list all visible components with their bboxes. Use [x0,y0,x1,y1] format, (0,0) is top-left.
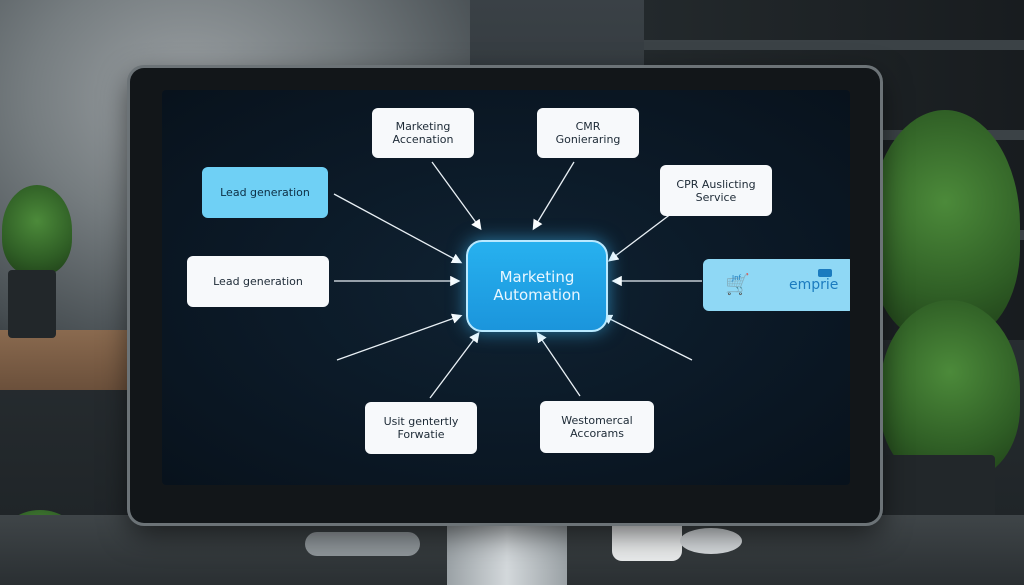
node-label-line1: Usit gentertly [383,415,459,428]
node-marketing-automation-center: Marketing Automation [466,240,608,332]
monitor-screen: Marketing Accenation CMR Gonieraring Lea… [162,90,850,485]
shopping-cart-icon: 🛒 [725,272,750,296]
arrow-bottom-right [536,331,581,397]
node-label-line1: CMR [575,120,601,133]
center-label-line2: Automation [493,286,581,304]
arrow-left-top [333,193,463,264]
plant-right-lower [880,300,1020,480]
node-label-line2: Service [695,190,737,204]
arrow-top-right [532,161,575,231]
remote [305,532,420,556]
arrow-top-left [431,161,482,231]
arrow-bottom-left-outer [336,313,463,361]
node-cpr-auslicting-service: CPR Auslicting Service [660,165,772,216]
node-lead-generation-highlight: Lead generation [202,167,328,218]
node-label-line1: Westomercal [561,414,633,427]
node-label-line2: Accorams [570,427,624,440]
node-usit-gentertly-forwatie: Usit gentertly Forwatie [365,402,477,454]
node-label-line2: Forwatie [397,428,445,441]
center-label-line1: Marketing [499,268,575,286]
node-label-line1: Marketing [395,120,451,133]
arrow-bottom-right-outer [601,314,693,361]
logo-badge [818,269,832,277]
plant-left [2,185,72,275]
node-label-line2: Accenation [392,133,454,146]
node-marketing-accenation: Marketing Accenation [372,108,474,158]
plant-pot-left [8,270,56,338]
node-logo-emprie: 🛒 Jnf emprie [703,259,850,311]
cart-text: Jnf [732,274,741,282]
side-desk [0,330,135,390]
node-westomercal-accorams: Westomercal Accorams [540,401,654,453]
logo-text: emprie [789,277,839,293]
computer-mouse [680,528,742,554]
node-lead-generation: Lead generation [187,256,329,307]
node-label-line2: Gonieraring [555,133,621,146]
node-label-line1: CPR Auslicting [676,177,756,191]
node-cmr-gonieraring: CMR Gonieraring [537,108,639,158]
connector-arrows [333,161,702,399]
monitor: Marketing Accenation CMR Gonieraring Lea… [130,68,880,523]
arrow-bottom-left [429,331,480,399]
node-label: Lead generation [213,275,303,288]
monitor-stand [447,520,567,585]
node-label: Lead generation [220,186,310,199]
